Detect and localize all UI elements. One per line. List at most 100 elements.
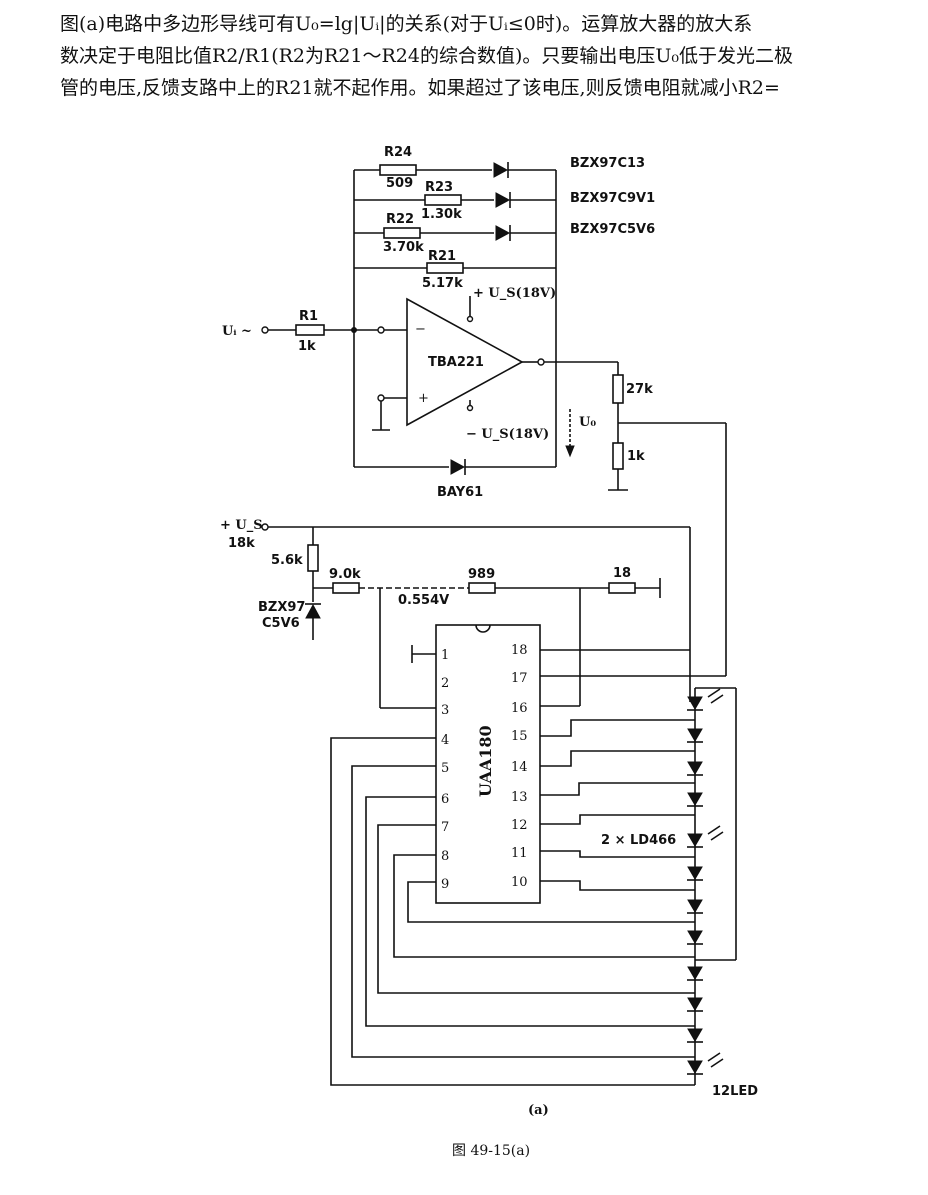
pin-right-11: 11 <box>511 846 528 861</box>
r24-value: 509 <box>386 176 413 191</box>
led-pair-label: 2 × LD466 <box>601 833 676 848</box>
intro-line-3: 管的电压,反馈支路中上的R21就不起作用。如果超过了该电压,则反馈电阻就减小R2… <box>60 77 780 99</box>
r21-resistor <box>426 262 464 274</box>
input-terminal <box>261 326 269 334</box>
left-pin-wires <box>330 737 695 1086</box>
r5.6k-resistor <box>307 544 319 572</box>
led-11 <box>687 1028 703 1042</box>
opamp-vminus: − U_S(18V) <box>466 427 549 442</box>
led-8 <box>687 930 703 944</box>
r9k-value: 9.0k <box>329 567 361 582</box>
led-1 <box>687 696 703 710</box>
led-3 <box>687 761 703 775</box>
r23-resistor <box>424 194 462 206</box>
opamp-name: TBA221 <box>428 355 484 370</box>
opamp-inverting: − <box>415 322 426 337</box>
zener-bzx97c5v6 <box>305 603 321 619</box>
opamp-noninverting: + <box>418 391 429 406</box>
r21-value: 5.17k <box>422 276 463 291</box>
pin-left-4: 4 <box>441 733 449 748</box>
uaa180-ic: UAA180 <box>435 624 541 904</box>
r24-name: R24 <box>384 145 412 160</box>
supply-terminal <box>261 523 269 531</box>
r24-resistor <box>379 164 417 176</box>
output-divider <box>540 362 727 677</box>
r-top-value: 27k <box>626 382 653 397</box>
pin-left-7: 7 <box>441 820 449 835</box>
pin-left-6: 6 <box>441 792 449 807</box>
r21-name: R21 <box>428 249 456 264</box>
led-4 <box>687 792 703 806</box>
opamp-vplus: + U_S(18V) <box>473 286 556 301</box>
led-6 <box>687 866 703 880</box>
input-stage <box>261 324 407 431</box>
label-bzx97c9v1: BZX97C9V1 <box>570 191 655 206</box>
led-5 <box>687 833 703 847</box>
r22-value: 3.70k <box>383 240 424 255</box>
pin-right-12: 12 <box>511 818 528 833</box>
led-count-label: 12LED <box>712 1084 758 1099</box>
r1-value: 1k <box>298 339 316 354</box>
pin-right-13: 13 <box>511 790 528 805</box>
input-label: Uᵢ ~ <box>222 324 252 339</box>
pin-right-15: 15 <box>511 729 528 744</box>
led-9 <box>687 966 703 980</box>
pin-left-8: 8 <box>441 849 449 864</box>
pin-right-14: 14 <box>511 760 528 775</box>
pin-left-1: 1 <box>441 648 449 663</box>
zener-label-2: C5V6 <box>262 616 300 631</box>
intro-paragraph: 图(a)电路中多边形导线可有U₀=lg|Uᵢ|的关系(对于Uᵢ≤0时)。运算放大… <box>60 8 920 104</box>
sub-caption: (a) <box>528 1103 549 1118</box>
r989-resistor <box>468 582 496 594</box>
led-10 <box>687 997 703 1011</box>
r-series-value: 5.6k <box>271 553 303 568</box>
intro-line-2: 数决定于电阻比值R2/R1(R2为R21～R24的综合数值)。只要输出电压U₀低… <box>60 45 794 67</box>
zener-label: BZX97 <box>258 600 305 615</box>
r18-value: 18 <box>613 566 631 581</box>
pin-right-10: 10 <box>511 875 528 890</box>
figure-caption: 图 49-15(a) <box>452 1143 530 1159</box>
supply-value: 18k <box>228 536 255 551</box>
pin-right-17: 17 <box>511 671 528 686</box>
label-bzx97c5v6: BZX97C5V6 <box>570 222 655 237</box>
led-chain <box>687 687 737 1085</box>
pin-left-5: 5 <box>441 761 449 776</box>
r27k-resistor <box>612 374 624 404</box>
ic-name: UAA180 <box>476 725 495 797</box>
reference-voltage: 0.554V <box>398 593 449 608</box>
pin-left-2: 2 <box>441 676 449 691</box>
diode-bzx97c9v1 <box>495 192 511 208</box>
supply-reference <box>261 523 691 709</box>
pin-right-18: 18 <box>511 643 528 658</box>
led-12 <box>687 1060 703 1074</box>
r22-resistor <box>383 227 421 239</box>
r1-name: R1 <box>299 309 318 324</box>
diode-bzx97c13 <box>493 162 509 178</box>
r23-value: 1.30k <box>421 207 462 222</box>
feedback-network <box>353 162 557 475</box>
ic-pin-labels: 1 2 3 4 5 6 7 8 9 18 17 16 15 14 13 12 1… <box>441 643 528 892</box>
pin-left-9: 9 <box>441 877 449 892</box>
r9k-resistor <box>332 582 360 594</box>
supply-label: + U_S <box>220 518 263 533</box>
diode-bzx97c5v6 <box>495 225 511 241</box>
op-amp <box>406 296 618 427</box>
label-bzx97c13: BZX97C13 <box>570 156 645 171</box>
r-bottom-value: 1k <box>627 449 645 464</box>
r1-resistor <box>295 324 325 336</box>
ic-notch <box>475 624 491 633</box>
output-label: U₀ <box>579 415 596 430</box>
op-amp-triangle <box>406 297 524 427</box>
r22-name: R22 <box>386 212 414 227</box>
right-pin-wires <box>540 719 695 891</box>
led-7 <box>687 899 703 913</box>
r18-resistor <box>608 582 636 594</box>
r23-name: R23 <box>425 180 453 195</box>
pin-right-16: 16 <box>511 701 528 716</box>
pin-left-3: 3 <box>441 703 449 718</box>
diode-bay61 <box>450 459 466 475</box>
label-bay61: BAY61 <box>437 485 483 500</box>
ic-body <box>435 624 541 904</box>
r1k-resistor <box>612 442 624 470</box>
